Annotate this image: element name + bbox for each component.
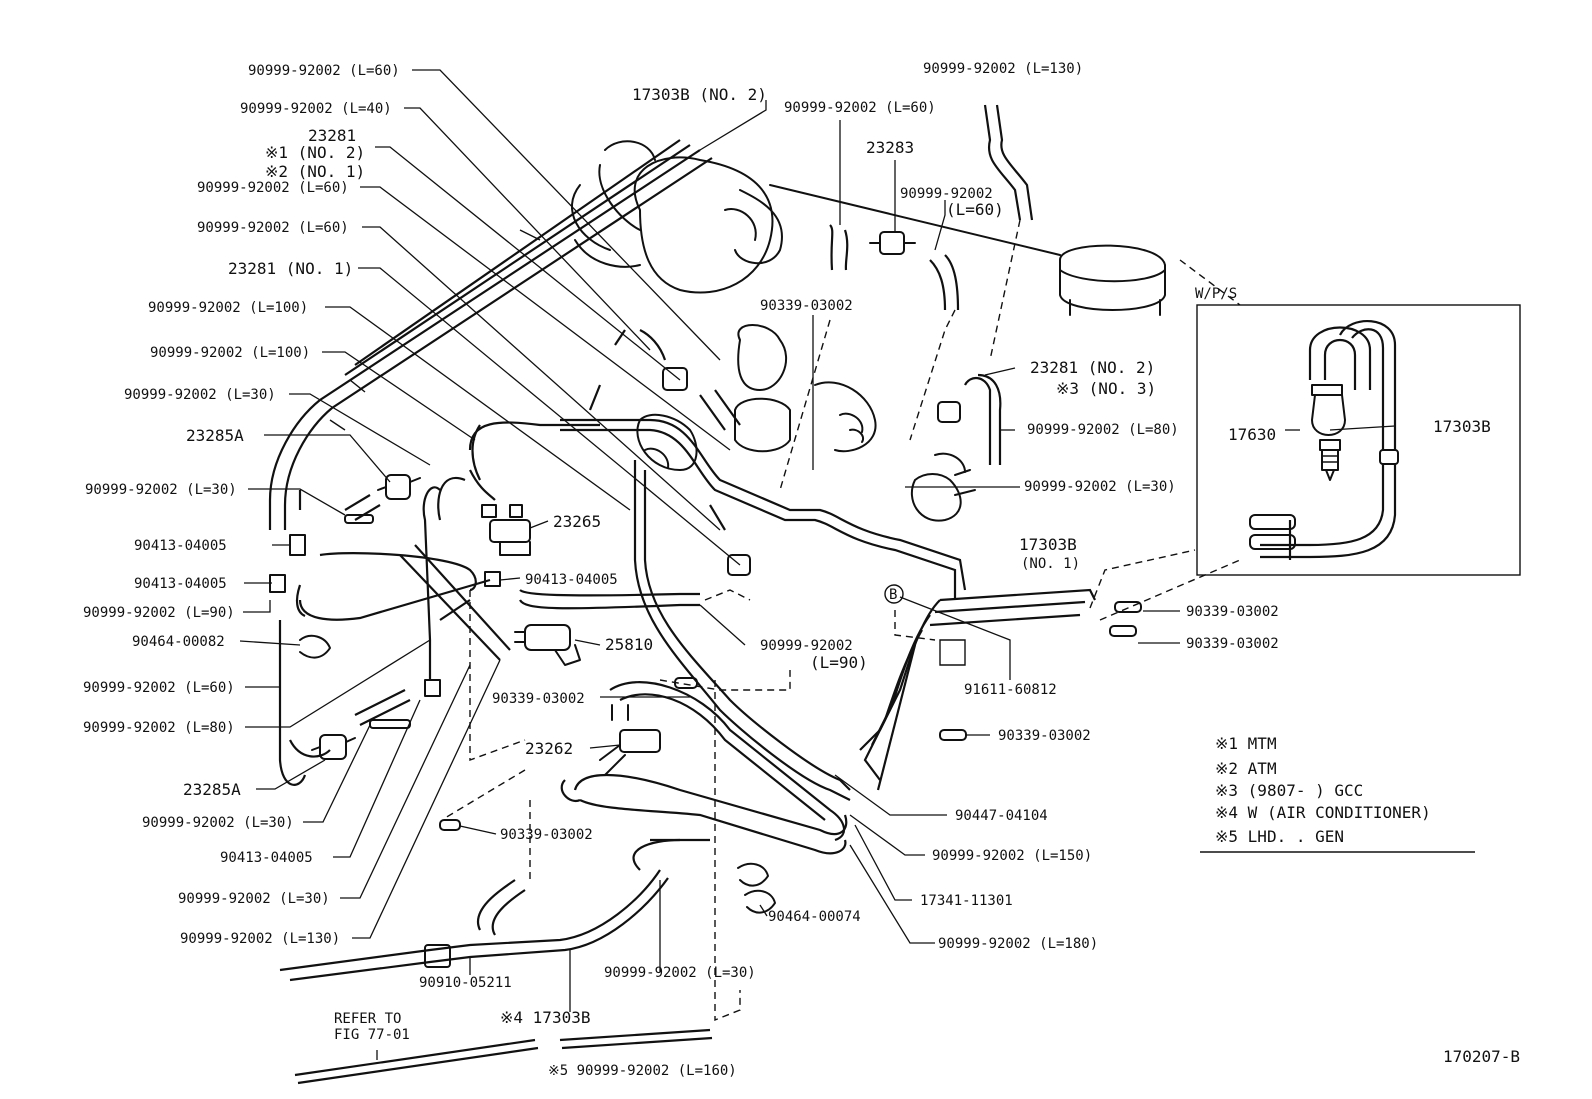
part-label[interactable]: 17303B (1019, 535, 1077, 554)
part-label[interactable]: FIG 77-01 (334, 1027, 410, 1043)
vsv-23262-icon (599, 704, 661, 776)
vtv-23285a-bottom-icon (311, 734, 356, 760)
part-label[interactable]: ※2 (NO. 1) (265, 162, 365, 181)
legend-item: ※4 W (AIR CONDITIONER) (1215, 803, 1431, 822)
tee-fitting-icon (269, 534, 501, 697)
part-label[interactable]: (L=60) (946, 200, 1004, 219)
part-label[interactable]: 23283 (866, 138, 914, 157)
part-label[interactable]: 90999-92002 (900, 186, 993, 202)
part-label[interactable]: 90339-03002 (1186, 636, 1279, 652)
part-label[interactable]: 23285A (183, 780, 241, 799)
part-label[interactable]: 90339-03002 (998, 728, 1091, 744)
legend-item: ※2 ATM (1215, 759, 1277, 778)
engine-line-art (570, 140, 1166, 522)
switch-25810-icon (514, 624, 581, 666)
part-label[interactable]: 90999-92002 (L=60) (197, 180, 349, 196)
part-label[interactable]: 23281 (NO. 1) (228, 259, 353, 278)
part-label[interactable]: 90464-00074 (768, 909, 861, 925)
part-label[interactable]: 90999-92002 (L=80) (83, 720, 235, 736)
part-label[interactable]: ※3 (NO. 3) (1056, 379, 1156, 398)
valves-and-fittings (269, 231, 1142, 968)
part-label[interactable]: 90413-04005 (134, 576, 227, 592)
leader-lines (239, 69, 1396, 1060)
part-label[interactable]: 90447-04104 (955, 808, 1048, 824)
part-label[interactable]: 90999-92002 (L=30) (85, 482, 237, 498)
part-label[interactable]: 90339-03002 (492, 691, 585, 707)
part-label[interactable]: 23265 (553, 512, 601, 531)
part-label[interactable]: 90413-04005 (220, 850, 313, 866)
part-label[interactable]: ※1 (NO. 2) (265, 143, 365, 162)
vacuum-switch-17630-icon (1311, 384, 1346, 481)
part-label[interactable]: 90999-92002 (L=60) (784, 100, 936, 116)
part-label[interactable]: (L=90) (810, 653, 868, 672)
part-label[interactable]: 90999-92002 (L=60) (197, 220, 349, 236)
part-label[interactable]: 90339-03002 (760, 298, 853, 314)
part-label[interactable]: 90999-92002 (L=60) (83, 680, 235, 696)
part-label[interactable]: 90999-92002 (L=30) (142, 815, 294, 831)
part-label[interactable]: 90999-92002 (L=90) (83, 605, 235, 621)
part-label[interactable]: 91611-60812 (964, 682, 1057, 698)
vsv-23265-icon (481, 504, 531, 556)
connector-b-label: B (889, 587, 897, 603)
part-label[interactable]: 23281 (NO. 2) (1030, 358, 1155, 377)
figure-number: 170207-B (1443, 1047, 1520, 1066)
legend-item: ※1 MTM (1215, 734, 1277, 753)
part-label[interactable]: 90413-04005 (134, 538, 227, 554)
hose-joint-icon (424, 944, 451, 968)
part-label[interactable]: 23262 (525, 739, 573, 758)
dashed-reference-lines (444, 219, 1241, 1022)
part-label[interactable]: ※4 17303B (500, 1008, 590, 1027)
part-label[interactable]: 90999-92002 (L=130) (180, 931, 340, 947)
part-label[interactable]: 90999-92002 (L=130) (923, 61, 1083, 77)
part-label[interactable]: ※5 90999-92002 (L=160) (548, 1063, 737, 1079)
part-label[interactable]: 90999-92002 (L=100) (148, 300, 308, 316)
part-label[interactable]: 90999-92002 (L=80) (1027, 422, 1179, 438)
part-label[interactable]: 17630 (1228, 425, 1276, 444)
part-label[interactable]: 90999-92002 (L=30) (178, 891, 330, 907)
part-label[interactable]: 90999-92002 (L=100) (150, 345, 310, 361)
vtv-23281-icon (662, 367, 961, 576)
part-label[interactable]: 90464-00082 (132, 634, 225, 650)
part-label[interactable]: 90339-03002 (1186, 604, 1279, 620)
part-label[interactable]: 90999-92002 (760, 638, 853, 654)
part-label[interactable]: (NO. 1) (1021, 556, 1080, 572)
vtv-23285a-top-icon (377, 474, 421, 500)
legend-item: ※5 LHD. . GEN (1215, 827, 1344, 846)
part-label[interactable]: 90999-92002 (L=150) (932, 848, 1092, 864)
part-label[interactable]: 90999-92002 (L=60) (248, 63, 400, 79)
legend-item: ※3 (9807- ) GCC (1215, 781, 1363, 800)
part-label[interactable]: 17341-11301 (920, 893, 1013, 909)
wps-inset (1196, 304, 1521, 576)
part-label[interactable]: 90999-92002 (L=30) (124, 387, 276, 403)
vacuum-hoses (268, 104, 1096, 1085)
part-label[interactable]: 90910-05211 (419, 975, 512, 991)
vtv-23283-icon (869, 231, 916, 255)
part-label[interactable]: 17303B (NO. 2) (632, 85, 767, 104)
part-label[interactable]: 90999-92002 (L=180) (938, 936, 1098, 952)
part-label[interactable]: 90999-92002 (L=30) (1024, 479, 1176, 495)
part-label[interactable]: REFER TO (334, 1011, 401, 1027)
part-label[interactable]: 90339-03002 (500, 827, 593, 843)
part-label[interactable]: 23285A (186, 426, 244, 445)
part-label[interactable]: 25810 (605, 635, 653, 654)
part-labels: 90999-92002 (L=60) 90999-92002 (L=40) 23… (83, 61, 1491, 1079)
part-label[interactable]: 17303B (1433, 417, 1491, 436)
part-label[interactable]: 23281 (308, 126, 356, 145)
legend: ※1 MTM ※2 ATM ※3 (9807- ) GCC ※4 W (AIR … (1215, 734, 1431, 846)
clip-icon (299, 634, 776, 914)
part-label[interactable]: 90413-04005 (525, 572, 618, 588)
part-label[interactable]: 90999-92002 (L=40) (240, 101, 392, 117)
connector-b (884, 584, 904, 604)
inset-title: W/P/S (1195, 286, 1237, 302)
part-label[interactable]: 90999-92002 (L=30) (604, 965, 756, 981)
